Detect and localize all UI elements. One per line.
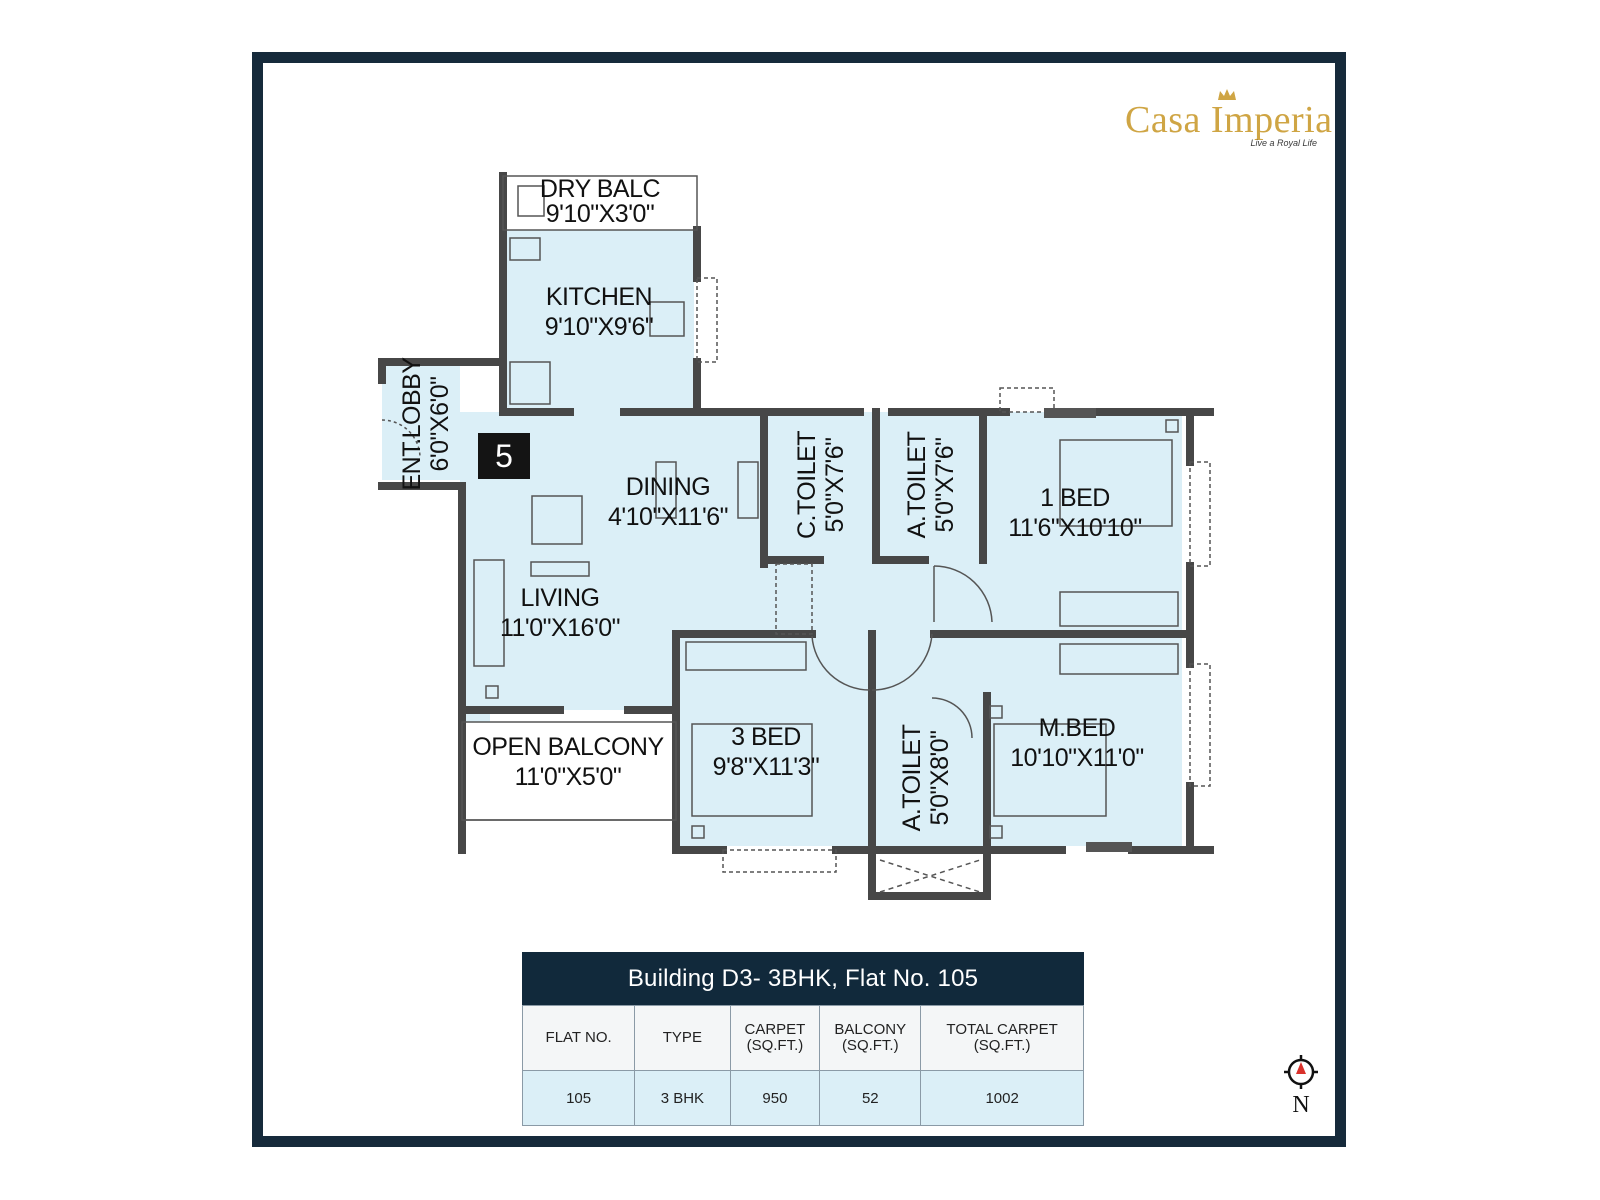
mbed-size: 10'10"X11'0" xyxy=(1010,744,1143,772)
north-compass: N xyxy=(1281,1052,1321,1122)
ent-lobby-label: ENT.LOBBY 6'0"X6'0" xyxy=(398,357,454,491)
dining-size: 4'10"X11'6" xyxy=(608,503,728,531)
dining-name: DINING xyxy=(626,473,711,501)
kitchen-name: KITCHEN xyxy=(546,283,652,311)
open-balcony-name: OPEN BALCONY xyxy=(472,733,664,761)
ent-lobby-name: ENT.LOBBY xyxy=(398,357,426,491)
brand-logo: Casa Imperia Live a Royal Life xyxy=(1125,89,1332,152)
room-fills xyxy=(382,230,1182,846)
table-row: 105 3 BHK 950 52 1002 xyxy=(521,1070,1084,1126)
table-header-row: FLAT NO. TYPE CARPET(SQ.FT.) BALCONY(SQ.… xyxy=(521,1005,1084,1071)
a-toilet-2-name: A.TOILET xyxy=(898,724,926,831)
header-total-carpet: TOTAL CARPET(SQ.FT.) xyxy=(920,1005,1084,1071)
fixtures xyxy=(381,175,1211,893)
ent-lobby-size: 6'0"X6'0" xyxy=(426,376,454,471)
brand-name: Casa Imperia xyxy=(1125,99,1333,141)
a-toilet-2-label: A.TOILET 5'0"X8'0" xyxy=(898,724,954,831)
compass-icon xyxy=(1284,1055,1318,1089)
bed3-size: 9'8"X11'3" xyxy=(713,753,820,781)
kitchen-size: 9'10"X9'6" xyxy=(545,313,654,341)
living-name: LIVING xyxy=(521,584,600,612)
cell-total-carpet: 1002 xyxy=(920,1070,1084,1126)
compass-label: N xyxy=(1292,1092,1310,1118)
bed3-name: 3 BED xyxy=(731,723,801,751)
mbed-name: M.BED xyxy=(1039,714,1116,742)
open-balcony-size: 11'0"X5'0" xyxy=(515,763,622,791)
a-toilet-1-label: A.TOILET 5'0"X7'6" xyxy=(903,431,959,538)
a-toilet-2-size: 5'0"X8'0" xyxy=(926,730,954,825)
flat-details: FLAT NO. TYPE CARPET(SQ.FT.) BALCONY(SQ.… xyxy=(521,1005,1084,1126)
cell-carpet: 950 xyxy=(729,1070,821,1126)
dry-balc-size: 9'10"X3'0" xyxy=(546,200,655,228)
dry-balc-name: DRY BALC xyxy=(540,175,661,203)
table-title: Building D3- 3BHK, Flat No. 105 xyxy=(522,952,1084,1005)
cell-type: 3 BHK xyxy=(634,1070,731,1126)
cell-balcony: 52 xyxy=(819,1070,922,1126)
header-flat-no: FLAT NO. xyxy=(521,1005,636,1071)
a-toilet-1-size: 5'0"X7'6" xyxy=(931,437,959,532)
header-balcony: BALCONY(SQ.FT.) xyxy=(819,1005,922,1071)
flat-info-table: Building D3- 3BHK, Flat No. 105 FLAT NO.… xyxy=(521,952,1084,1126)
header-type: TYPE xyxy=(634,1005,731,1071)
cell-flat-no: 105 xyxy=(521,1070,636,1126)
a-toilet-1-name: A.TOILET xyxy=(903,431,931,538)
c-toilet-name: C.TOILET xyxy=(793,431,821,539)
living-size: 11'0"X16'0" xyxy=(500,614,620,642)
walls xyxy=(378,172,1214,900)
window-frames xyxy=(1044,408,1132,852)
brand-tagline: Live a Royal Life xyxy=(1250,138,1317,148)
crown-icon xyxy=(1218,89,1236,100)
header-carpet: CARPET(SQ.FT.) xyxy=(729,1005,821,1071)
flat-number-badge: 5 xyxy=(478,433,530,479)
bed1-size: 11'6"X10'10" xyxy=(1008,514,1141,542)
bed1-name: 1 BED xyxy=(1040,484,1110,512)
c-toilet-label: C.TOILET 5'0"X7'6" xyxy=(793,431,849,539)
c-toilet-size: 5'0"X7'6" xyxy=(821,437,849,532)
